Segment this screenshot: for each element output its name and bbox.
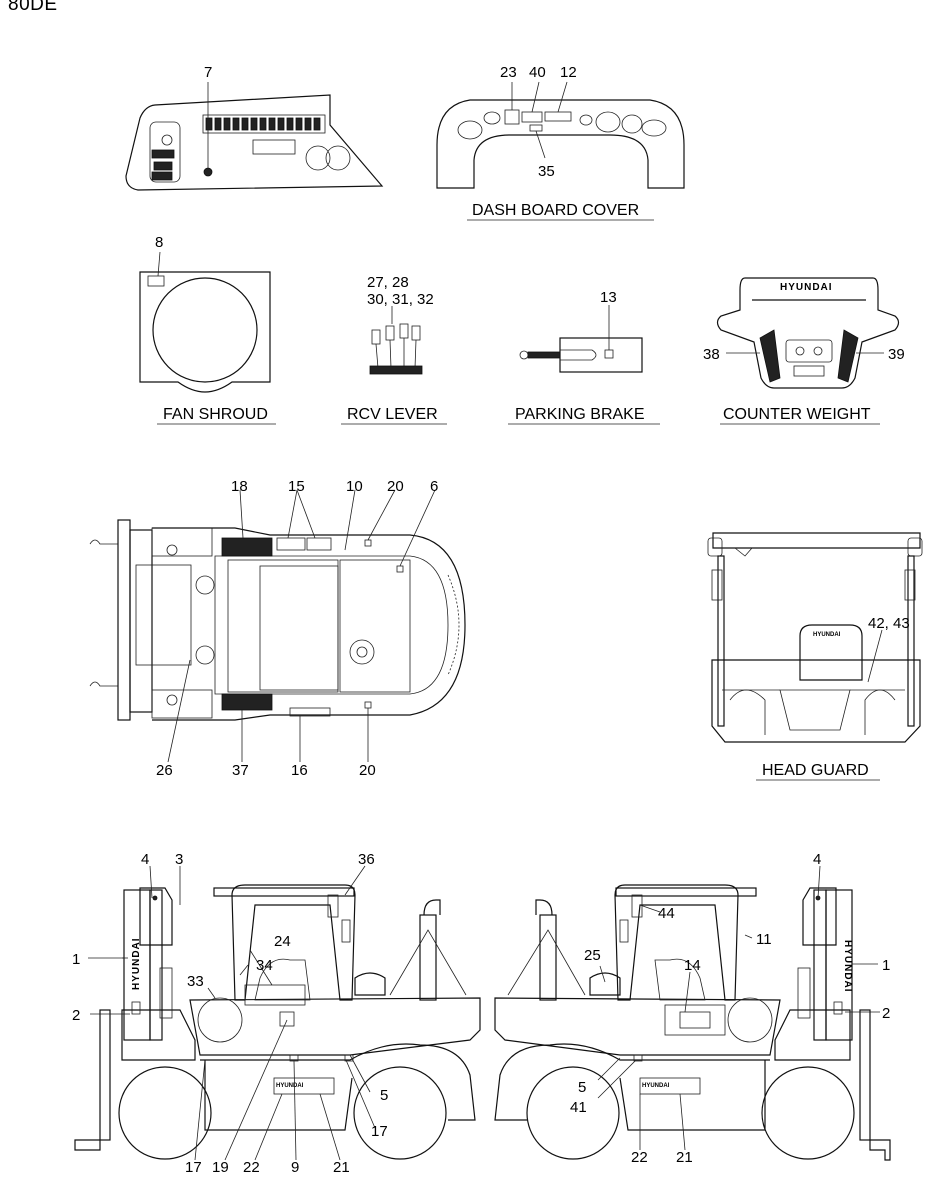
fan-shroud-drawing — [139, 251, 271, 393]
callout-label: 11 — [756, 931, 772, 948]
counter-weight-drawing: HYUNDAI — [716, 277, 900, 389]
callout-label: 22 — [631, 1149, 648, 1166]
callout-label: 9 — [291, 1159, 299, 1176]
caption-rcv-lever: RCV LEVER — [347, 406, 438, 423]
callout-label: 10 — [346, 478, 363, 495]
callout-label: 12 — [560, 64, 577, 81]
callout-label: 40 — [529, 64, 546, 81]
parking-brake-drawing — [519, 305, 643, 373]
side-panel-drawing — [125, 82, 384, 191]
callout-label: 42, 43 — [868, 615, 910, 632]
dash-board-cover-drawing — [436, 81, 685, 189]
callout-label: 15 — [288, 478, 305, 495]
callout-label: 36 — [358, 851, 375, 868]
caption-dash-board-cover: DASH BOARD COVER — [472, 202, 639, 219]
head-guard-seat-brand-text: HYUNDAI — [813, 632, 841, 638]
rcv-lever-drawing — [369, 306, 423, 375]
callout-label: 37 — [232, 762, 249, 779]
caption-counter-weight: COUNTER WEIGHT — [723, 406, 871, 423]
callout-label: 19 — [212, 1159, 229, 1176]
right-mast-brand-text: HYUNDAI — [842, 940, 853, 993]
caption-parking-brake: PARKING BRAKE — [515, 406, 645, 423]
callout-label: 23 — [500, 64, 517, 81]
callout-label: 4 — [813, 851, 821, 868]
callout-label: 1 — [882, 957, 890, 974]
callout-label: 16 — [291, 762, 308, 779]
callout-label: 22 — [243, 1159, 260, 1176]
callout-label: 13 — [600, 289, 617, 306]
callout-label: 44 — [658, 905, 675, 922]
right-side-brand-decal-text: HYUNDAI — [642, 1083, 670, 1089]
top-view-drawing — [89, 489, 466, 763]
callout-label: 21 — [333, 1159, 350, 1176]
callout-label: 38 — [703, 346, 720, 363]
callout-label: 39 — [888, 346, 905, 363]
callout-label: 33 — [187, 973, 204, 990]
callout-label: 2 — [72, 1007, 80, 1024]
head-guard-drawing: HYUNDAI — [707, 532, 923, 743]
side-panel-lamp-row — [205, 117, 321, 131]
callout-label: 8 — [155, 234, 163, 251]
caption-fan-shroud: FAN SHROUD — [163, 406, 268, 423]
callout-label: 27, 28 — [367, 274, 409, 291]
callout-label: 34 — [256, 957, 273, 974]
right-side-view-drawing: HYUNDAI HYUNDAI — [494, 865, 891, 1161]
callout-label: 41 — [570, 1099, 587, 1116]
callout-label: 21 — [676, 1149, 693, 1166]
callout-label: 3 — [175, 851, 183, 868]
callout-label: 18 — [231, 478, 248, 495]
callout-label: 35 — [538, 163, 555, 180]
callout-label: 5 — [380, 1087, 388, 1104]
callout-label: 2 — [882, 1005, 890, 1022]
callout-label: 4 — [141, 851, 149, 868]
callout-labels: 7 23 40 12 35 8 27, 28 30, 31, 32 13 38 … — [72, 64, 910, 1176]
callout-label: 24 — [274, 933, 291, 950]
callout-label: 26 — [156, 762, 173, 779]
callout-label: 17 — [185, 1159, 202, 1176]
callout-label: 20 — [359, 762, 376, 779]
callout-label: 7 — [204, 64, 212, 81]
callout-label: 25 — [584, 947, 601, 964]
callout-label: 20 — [387, 478, 404, 495]
callout-label: 1 — [72, 951, 80, 968]
callout-label: 17 — [371, 1123, 388, 1140]
counter-weight-brand-text: HYUNDAI — [780, 282, 833, 293]
callout-label: 6 — [430, 478, 438, 495]
caption-head-guard: HEAD GUARD — [762, 762, 869, 779]
callout-label: 14 — [684, 957, 701, 974]
left-side-view-drawing: HYUNDAI HYUNDAI — [74, 865, 481, 1161]
callout-label: 30, 31, 32 — [367, 291, 434, 308]
left-mast-brand-text: HYUNDAI — [131, 937, 142, 990]
left-side-brand-decal-text: HYUNDAI — [276, 1083, 304, 1089]
page-title: 80DE — [8, 0, 58, 15]
callout-label: 5 — [578, 1079, 586, 1096]
